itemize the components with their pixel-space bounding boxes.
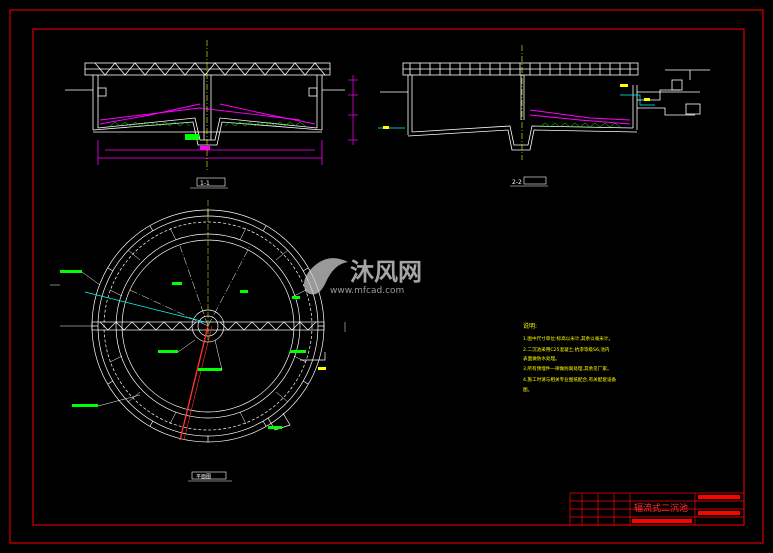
section-1-1-vertical-dim: [348, 75, 358, 145]
plan-label: 平面图: [188, 471, 232, 482]
plan-rings-accent: [109, 227, 307, 425]
plan-view: [91, 209, 326, 443]
section-1-1-label: 1-1: [190, 177, 228, 189]
plan-red-pipe-2: [183, 325, 213, 441]
section-2-2-label-text: 2-2: [512, 179, 522, 186]
watermark-brand: 沐风网: [350, 258, 422, 286]
notes-line-2: 2.二沉池采用C25混凝土,抗渗等级S6,池内: [523, 346, 610, 353]
notes-line-6: 图。: [523, 387, 532, 393]
plan-leaders: [50, 271, 346, 407]
section-2-2-sludge: [529, 109, 631, 125]
plan-cyan-pipe: [84, 291, 206, 323]
title-block-drawing-name: 辐流式二沉池: [634, 502, 688, 514]
plan-red-pipe: [179, 325, 209, 441]
outer-frame: [9, 9, 764, 544]
section-2-2-label: 2-2: [510, 176, 548, 187]
notes-heading: 说明:: [523, 322, 537, 330]
watermark-logo: 沐风网 www.mfcad.com: [304, 258, 422, 296]
section-1-1-green-tag: [185, 134, 199, 140]
section-2-2-cyan-pipe: [378, 94, 655, 129]
section-2-2-hatch: [539, 122, 621, 128]
notes-line-1: 1.图中尺寸单位:标高以米计,其余以毫米计。: [523, 335, 613, 342]
section-1-1-sludge: [99, 103, 316, 125]
section-2-2: [380, 62, 710, 151]
notes-line-3: 表面做防水处理。: [523, 355, 560, 362]
section-2-2-yellow-tags: [383, 84, 650, 129]
title-block: [569, 492, 745, 526]
section-1-1-level-tag: [200, 146, 210, 150]
inner-frame: [32, 28, 745, 526]
notes-line-5: 4.施工时请与相关专业图纸配合,有关配套设备: [523, 376, 617, 383]
plan-label-text: 平面图: [196, 474, 211, 480]
plan-radial-lines: [129, 245, 251, 327]
watermark-leaf-icon: [304, 258, 348, 295]
notes-block: 说明: 1.图中尺寸单位:标高以米计,其余以毫米计。 2.二沉池采用C25混凝土…: [523, 322, 617, 393]
section-1-1-hatch: [109, 121, 306, 127]
title-block-fills: [632, 495, 740, 523]
watermark-url: www.mfcad.com: [330, 286, 404, 296]
plan-green-tags: [60, 270, 306, 429]
section-1-1-label-text: 1-1: [200, 180, 210, 187]
plan-yellow-tag: [318, 367, 326, 370]
notes-line-4: 3.所有预埋件一律做防腐处理,其余见厂家。: [523, 365, 612, 372]
